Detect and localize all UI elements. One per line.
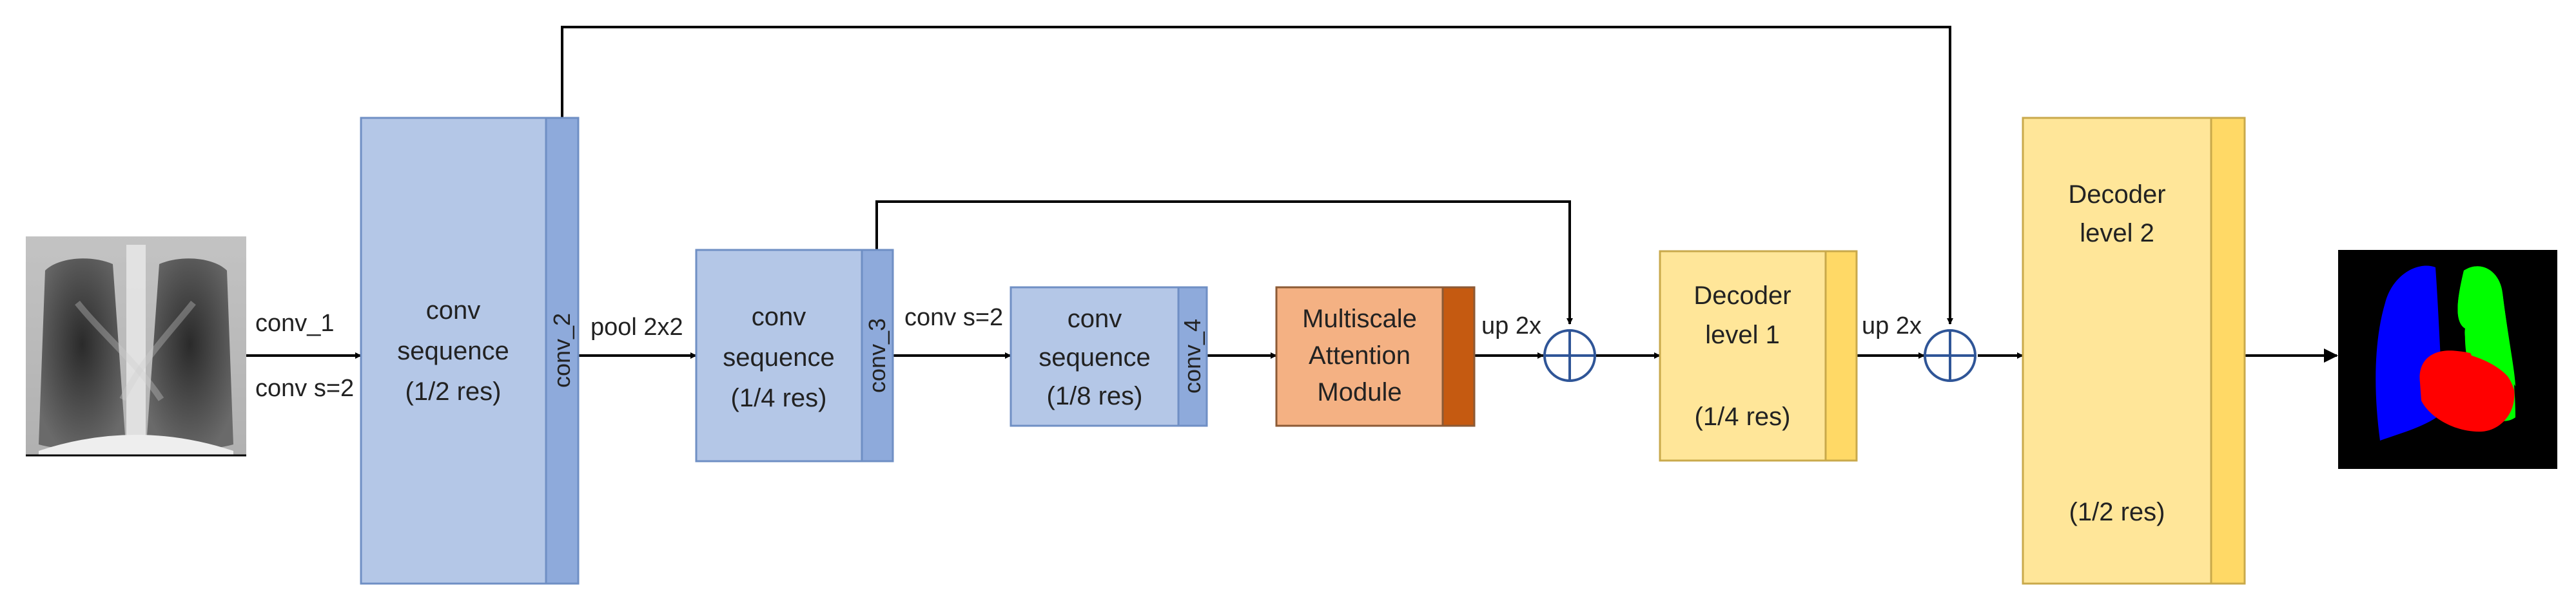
label-conv-s2-second: conv s=2: [904, 304, 1003, 331]
block3-line1: conv: [1068, 305, 1122, 333]
conv-block-1: conv sequence (1/2 res) conv_2: [360, 117, 580, 585]
decoder1-line1: Decoder: [1693, 281, 1791, 310]
plus-node-1: [1543, 329, 1596, 382]
block1-bar-label: conv_2: [549, 313, 575, 388]
decoder1-line2: level 1: [1705, 321, 1780, 349]
block2-line2: sequence: [723, 343, 834, 372]
block1-line3: (1/2 res): [405, 377, 502, 406]
skip-connection-top: [561, 26, 1953, 325]
label-up-1: up 2x: [1481, 312, 1541, 339]
block3-bar-label: conv_4: [1179, 319, 1205, 394]
decoder2-line3: (1/2 res): [2069, 498, 2165, 526]
heart-region: [2419, 350, 2515, 432]
block3-line3: (1/8 res): [1047, 382, 1143, 410]
decoder2-line1: Decoder: [2068, 180, 2165, 209]
decoder1-line3: (1/4 res): [1695, 403, 1791, 431]
conv-block-2: conv sequence (1/4 res) conv_3: [695, 249, 894, 462]
input-xray-image: [26, 236, 246, 457]
plus-node-2: [1924, 329, 1976, 382]
block2-line3: (1/4 res): [731, 384, 827, 412]
decoder-block-2: Decoder level 2 (1/2 res): [2022, 117, 2246, 585]
block2-bar-label: conv_3: [864, 318, 890, 393]
connectors: [246, 26, 2338, 363]
block1-line1: conv: [426, 296, 481, 325]
label-conv-s2-first: conv s=2: [255, 375, 354, 402]
label-up-2: up 2x: [1862, 312, 1922, 339]
attention-module: Multiscale Attention Module: [1275, 286, 1476, 427]
label-pool: pool 2x2: [590, 314, 683, 341]
attention-line3: Module: [1317, 378, 1401, 406]
attention-line2: Attention: [1309, 341, 1410, 370]
block1-line2: sequence: [397, 337, 509, 365]
decoder-block-1: Decoder level 1 (1/4 res): [1659, 250, 1858, 462]
label-conv-1: conv_1: [255, 310, 335, 337]
conv-block-3: conv sequence (1/8 res) conv_4: [1010, 286, 1208, 427]
skip-connection-middle: [875, 200, 1573, 325]
output-segmentation-image: [2338, 250, 2557, 469]
decoder2-line2: level 2: [2080, 219, 2154, 247]
block2-line1: conv: [752, 303, 806, 331]
block3-line2: sequence: [1039, 343, 1150, 372]
attention-line1: Multiscale: [1302, 305, 1417, 333]
